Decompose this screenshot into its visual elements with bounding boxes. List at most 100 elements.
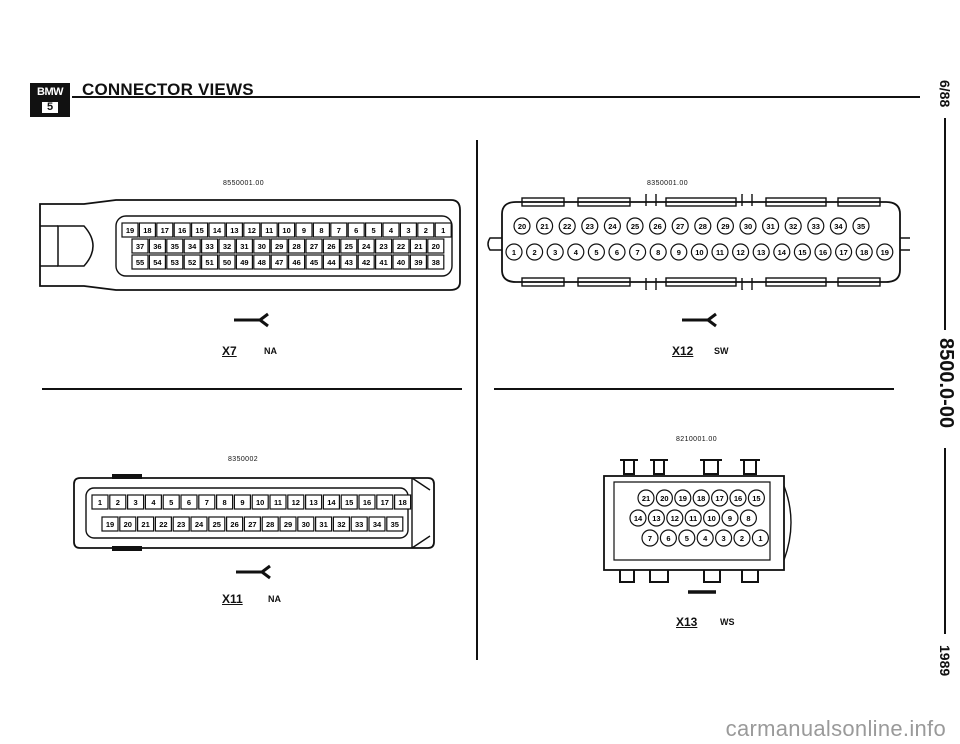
x7-pin: 49 — [235, 254, 253, 270]
svg-text:21: 21 — [642, 494, 650, 503]
x13-pin: 2 — [733, 529, 751, 547]
x7-pin: 55 — [131, 254, 149, 270]
x13-pin: 9 — [721, 509, 739, 527]
svg-text:35: 35 — [857, 222, 865, 231]
svg-text:32: 32 — [789, 222, 797, 231]
left-separator — [42, 388, 462, 390]
svg-text:9: 9 — [728, 514, 732, 523]
svg-text:15: 15 — [345, 498, 353, 507]
svg-text:33: 33 — [812, 222, 820, 231]
svg-text:17: 17 — [381, 498, 389, 507]
x12-pin: 6 — [608, 243, 626, 261]
x11-pin: 31 — [315, 516, 333, 532]
svg-text:17: 17 — [715, 494, 723, 503]
x7-pin: 13 — [225, 222, 243, 238]
x7-pin: 37 — [131, 238, 149, 254]
x11-pin: 16 — [358, 494, 376, 510]
svg-text:10: 10 — [282, 226, 290, 235]
svg-text:16: 16 — [178, 226, 186, 235]
x7-pin: 23 — [375, 238, 393, 254]
x12-pin: 32 — [784, 217, 802, 235]
svg-text:7: 7 — [636, 248, 640, 257]
x13-pin: 12 — [666, 509, 684, 527]
x11-pin: 2 — [109, 494, 127, 510]
x12-pin: 33 — [807, 217, 825, 235]
svg-text:31: 31 — [766, 222, 774, 231]
x7-pin: 15 — [191, 222, 209, 238]
x13-pin: 7 — [641, 529, 659, 547]
svg-text:36: 36 — [153, 242, 161, 251]
svg-text:22: 22 — [159, 520, 167, 529]
x11-pin: 10 — [251, 494, 269, 510]
x11-label: X11 — [222, 592, 243, 606]
svg-text:33: 33 — [205, 242, 213, 251]
svg-text:1: 1 — [758, 534, 762, 543]
svg-text:14: 14 — [327, 498, 336, 507]
svg-text:1: 1 — [512, 248, 516, 257]
x11-pin: 14 — [322, 494, 340, 510]
x7-pin: 5 — [365, 222, 383, 238]
svg-text:34: 34 — [373, 520, 382, 529]
svg-text:9: 9 — [302, 226, 306, 235]
x13-pin: 6 — [659, 529, 678, 547]
svg-text:6: 6 — [354, 226, 358, 235]
x7-pin: 18 — [138, 222, 157, 238]
x7-pin: 45 — [305, 254, 323, 270]
x7-pin: 9 — [295, 222, 313, 238]
center-divider — [476, 140, 478, 660]
x12-color: SW — [714, 346, 729, 356]
logo-brand: BMW — [32, 85, 68, 100]
svg-text:44: 44 — [327, 258, 336, 267]
x12-pin: 27 — [671, 217, 689, 235]
svg-text:50: 50 — [223, 258, 231, 267]
x7-pin: 7 — [330, 222, 348, 238]
x7-pin: 47 — [270, 254, 288, 270]
x12-pin: 5 — [587, 243, 606, 261]
svg-text:28: 28 — [266, 520, 274, 529]
svg-text:18: 18 — [697, 494, 705, 503]
x7-pin: 36 — [148, 238, 167, 254]
svg-text:28: 28 — [699, 222, 707, 231]
svg-text:25: 25 — [631, 222, 639, 231]
svg-text:12: 12 — [671, 514, 679, 523]
svg-text:32: 32 — [337, 520, 345, 529]
svg-text:1: 1 — [441, 226, 445, 235]
x7-pin: 1 — [434, 222, 452, 238]
x12-pin: 7 — [629, 243, 647, 261]
svg-text:26: 26 — [230, 520, 238, 529]
svg-text:25: 25 — [213, 520, 221, 529]
x13-pin: 19 — [674, 489, 692, 507]
svg-text:8: 8 — [319, 226, 323, 235]
x12-pin: 4 — [567, 243, 585, 261]
x11-pin: 29 — [279, 516, 297, 532]
svg-text:13: 13 — [309, 498, 317, 507]
svg-text:6: 6 — [187, 498, 191, 507]
svg-text:49: 49 — [240, 258, 248, 267]
svg-text:35: 35 — [171, 242, 179, 251]
x7-pin: 6 — [347, 222, 365, 238]
svg-text:5: 5 — [594, 248, 598, 257]
svg-text:34: 34 — [188, 242, 197, 251]
x11-wire-symbol — [236, 564, 271, 580]
x7-pin: 24 — [357, 238, 375, 254]
x7-pin: 27 — [305, 238, 323, 254]
x12-pin: 11 — [711, 243, 729, 261]
x13-color: WS — [720, 617, 735, 627]
svg-text:42: 42 — [362, 258, 370, 267]
svg-text:31: 31 — [240, 242, 248, 251]
x7-pin: 52 — [183, 254, 201, 270]
svg-text:16: 16 — [819, 248, 827, 257]
x12-wire-symbol — [682, 312, 717, 328]
x11-color: NA — [268, 594, 281, 604]
svg-text:40: 40 — [397, 258, 405, 267]
svg-text:52: 52 — [188, 258, 196, 267]
svg-text:10: 10 — [695, 248, 703, 257]
svg-text:6: 6 — [615, 248, 619, 257]
x12-pin: 13 — [752, 243, 770, 261]
svg-text:32: 32 — [223, 242, 231, 251]
svg-text:14: 14 — [634, 514, 643, 523]
svg-text:11: 11 — [689, 514, 697, 523]
x7-pin: 33 — [201, 238, 219, 254]
